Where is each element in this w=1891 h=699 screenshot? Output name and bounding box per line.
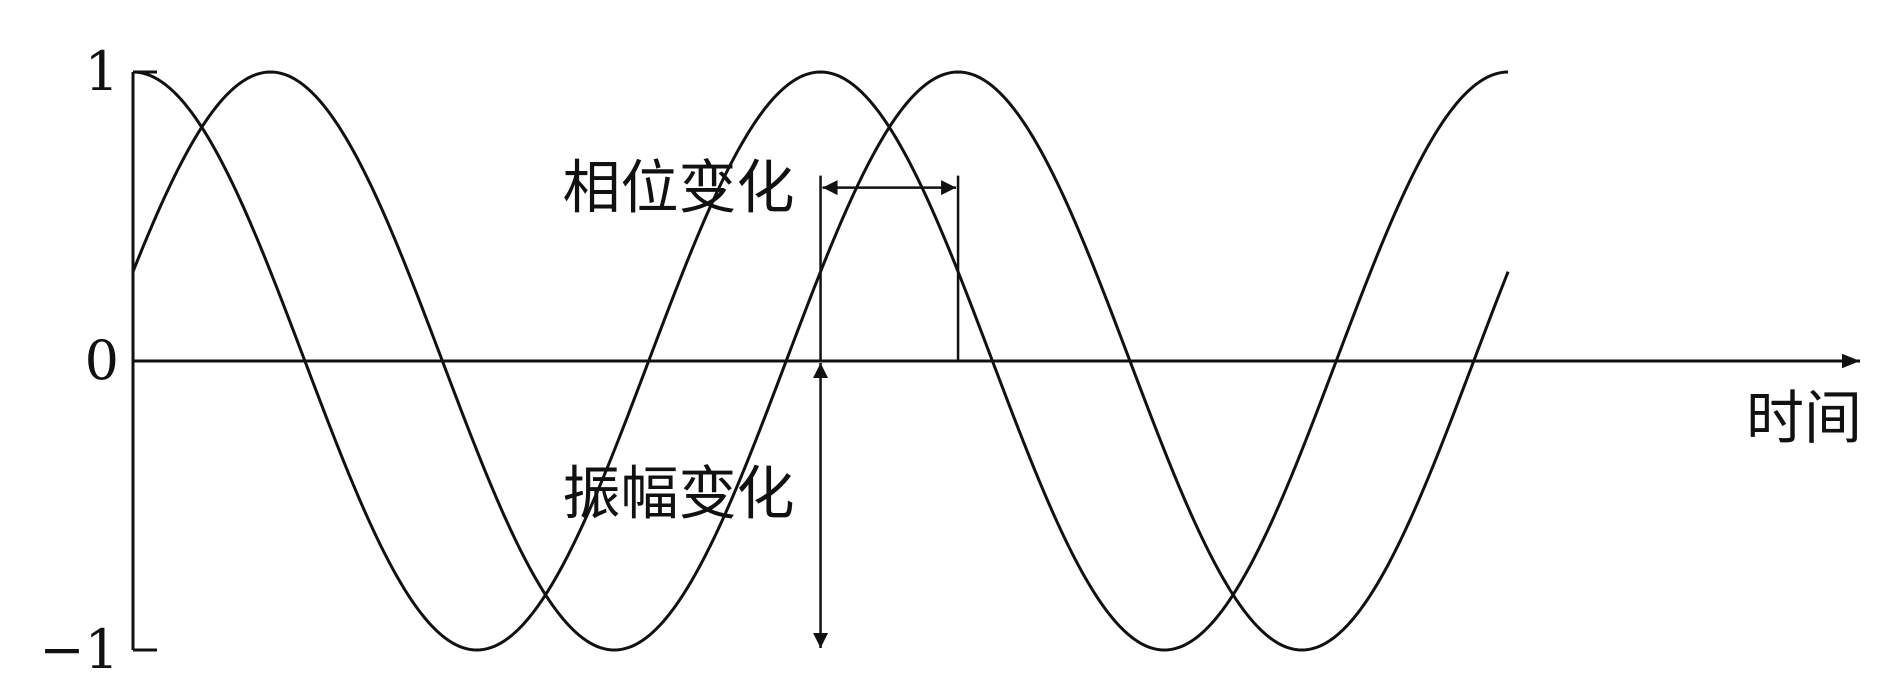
series-1-line — [132, 70, 1509, 652]
phase-shift-label: 相位变化 — [563, 154, 795, 222]
amplitude-change-label: 振幅变化 — [563, 460, 795, 528]
y-tick-label: 1 — [85, 40, 119, 103]
y-tick-label: −1 — [39, 618, 119, 681]
annotation-group — [813, 175, 960, 648]
axes-group — [131, 70, 1860, 652]
x-axis-label: 时间 — [1746, 384, 1862, 452]
y-tick-label: 0 — [85, 329, 119, 392]
